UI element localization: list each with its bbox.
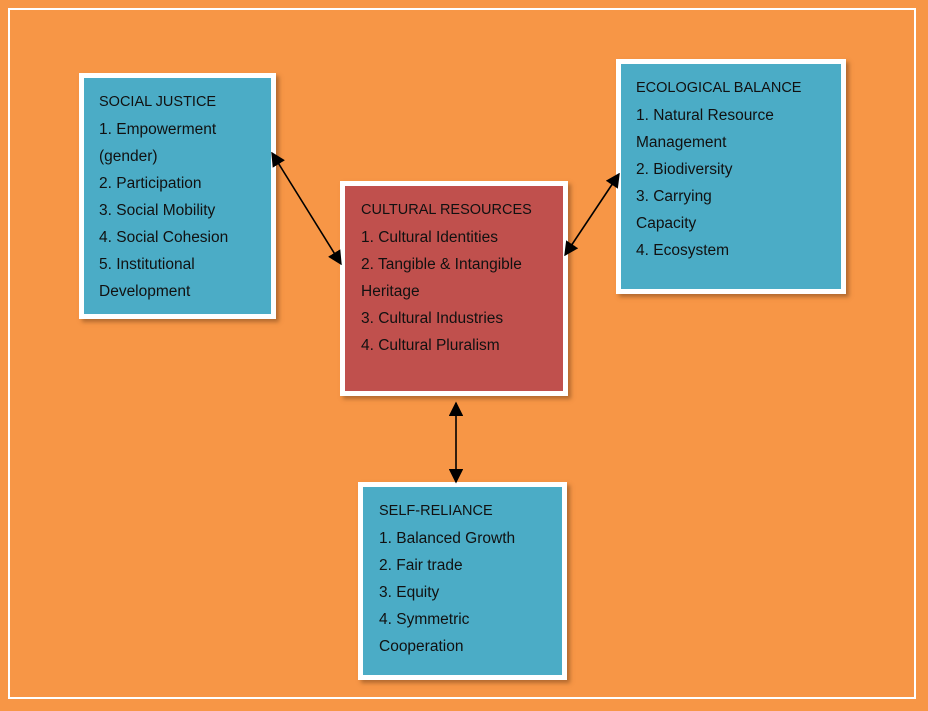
list-item: 3. Carrying — [636, 188, 712, 205]
list-item: 3. Equity — [379, 584, 440, 601]
list-item: Capacity — [636, 215, 697, 232]
arrow-cultural-ecology — [564, 172, 620, 257]
list-item: 3. Cultural Industries — [361, 310, 504, 327]
list-item: 4. Social Cohesion — [99, 229, 229, 246]
list-item: Management — [636, 134, 727, 151]
outer-frame — [8, 8, 916, 699]
list-item: Development — [99, 283, 191, 300]
cultural-resources-title: CULTURAL RESOURCES — [361, 202, 532, 218]
self-reliance-title: SELF-RELIANCE — [379, 503, 493, 519]
ecological-balance-list: 1. Natural Resource Management 2. Biodiv… — [636, 102, 827, 264]
list-item: (gender) — [99, 148, 158, 165]
list-item: 2. Fair trade — [379, 557, 463, 574]
list-item: 2. Biodiversity — [636, 161, 733, 178]
self-reliance-list: 1. Balanced Growth 2. Fair trade 3. Equi… — [379, 525, 548, 660]
list-item: Heritage — [361, 283, 420, 300]
social-justice-box: SOCIAL JUSTICE 1. Empowerment (gender) 2… — [79, 73, 276, 319]
ecological-balance-box: ECOLOGICAL BALANCE 1. Natural Resource M… — [616, 59, 846, 294]
list-item: 2. Participation — [99, 175, 202, 192]
list-item: 4. Cultural Pluralism — [361, 337, 500, 354]
social-justice-title: SOCIAL JUSTICE — [99, 94, 217, 110]
social-justice-list: 1. Empowerment (gender) 2. Participation… — [99, 116, 257, 305]
list-item: 1. Cultural Identities — [361, 229, 498, 246]
list-item: Cooperation — [379, 638, 464, 655]
list-item: 2. Tangible & Intangible — [361, 256, 522, 273]
list-item: 4. Ecosystem — [636, 242, 730, 259]
list-item: 5. Institutional — [99, 256, 195, 273]
cultural-resources-box: CULTURAL RESOURCES 1. Cultural Identitie… — [340, 181, 568, 396]
self-reliance-box: SELF-RELIANCE 1. Balanced Growth 2. Fair… — [358, 482, 567, 680]
list-item: 4. Symmetric — [379, 611, 470, 628]
list-item: 3. Social Mobility — [99, 202, 216, 219]
list-item: 1. Empowerment — [99, 121, 217, 138]
list-item: 1. Balanced Growth — [379, 530, 516, 547]
ecological-balance-title: ECOLOGICAL BALANCE — [636, 80, 802, 96]
cultural-resources-list: 1. Cultural Identities 2. Tangible & Int… — [361, 224, 549, 359]
arrow-social-cultural — [271, 151, 342, 266]
list-item: 1. Natural Resource — [636, 107, 774, 124]
